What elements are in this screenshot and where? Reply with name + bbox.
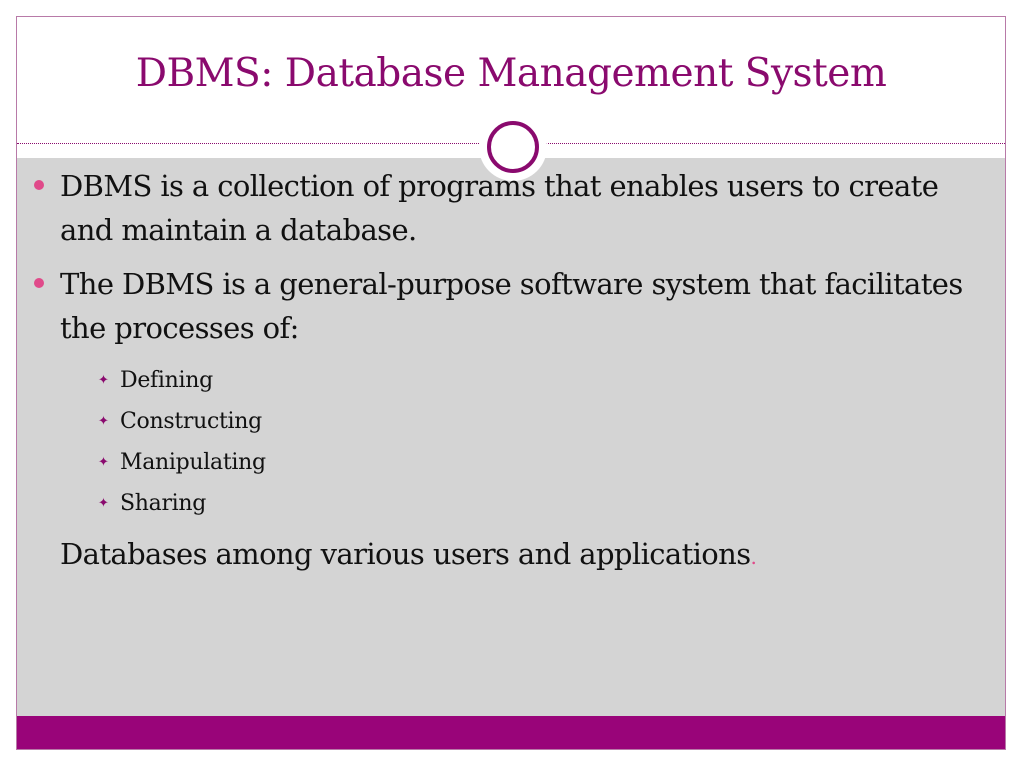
sub-item: ✦ Defining <box>98 360 968 401</box>
slide: DBMS: Database Management System <box>16 16 1006 750</box>
trailing-paragraph: Databases among various users and applic… <box>28 532 968 579</box>
four-point-star-icon: ✦ <box>98 373 109 388</box>
footer-bar <box>17 716 1005 749</box>
sub-item-text: Sharing <box>120 491 207 516</box>
round-bullet-icon <box>34 180 44 190</box>
sub-item-text: Defining <box>120 368 213 393</box>
round-bullet-icon <box>34 278 44 288</box>
content-area <box>17 158 1005 716</box>
bullet-item: DBMS is a collection of programs that en… <box>28 164 968 252</box>
sub-item: ✦ Manipulating <box>98 442 968 483</box>
slide-title: DBMS: Database Management System <box>135 51 887 96</box>
four-point-star-icon: ✦ <box>98 496 109 511</box>
trailing-text: Databases among various users and applic… <box>60 537 751 571</box>
ring-ornament-center <box>495 129 531 165</box>
ring-ornament-icon <box>479 113 547 181</box>
four-point-star-icon: ✦ <box>98 455 109 470</box>
trailing-period: . <box>750 545 757 569</box>
slide-body: DBMS is a collection of programs that en… <box>28 164 968 579</box>
bullet-text: The DBMS is a general-purpose software s… <box>60 267 963 345</box>
bullet-item: The DBMS is a general-purpose software s… <box>28 262 968 350</box>
sub-item-text: Manipulating <box>120 450 266 475</box>
bullet-text: DBMS is a collection of programs that en… <box>60 169 939 247</box>
sub-list: ✦ Defining ✦ Constructing ✦ Manipulating… <box>98 360 968 524</box>
sub-item: ✦ Constructing <box>98 401 968 442</box>
sub-item-text: Constructing <box>120 409 262 434</box>
four-point-star-icon: ✦ <box>98 414 109 429</box>
sub-item: ✦ Sharing <box>98 483 968 524</box>
ring-ornament-outer <box>487 121 539 173</box>
